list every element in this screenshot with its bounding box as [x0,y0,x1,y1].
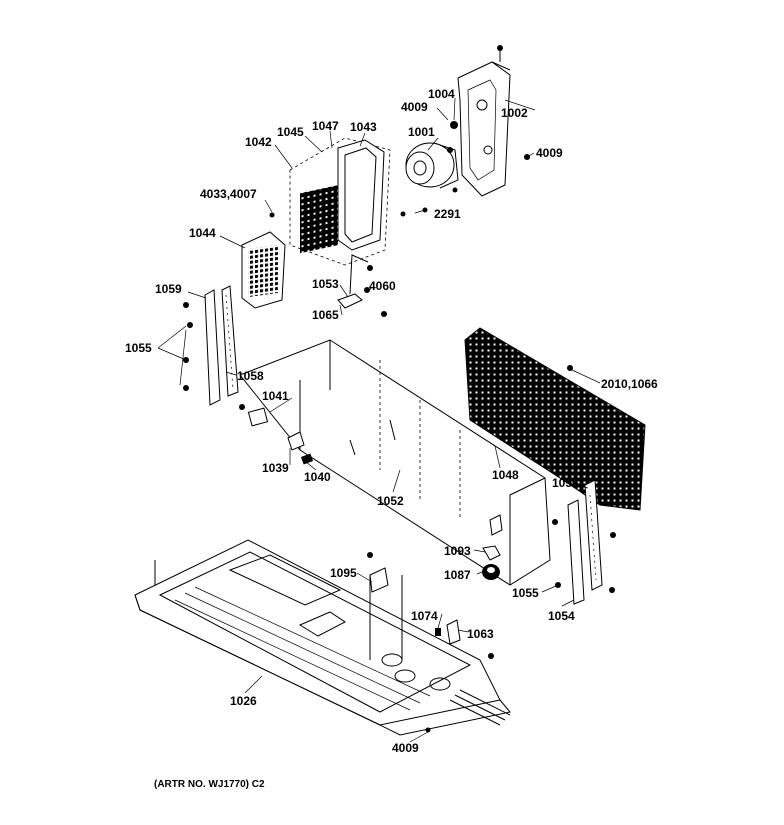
label-1001: 1001 [408,125,435,139]
part-1093-1087 [482,545,501,580]
label-1055-left: 1055 [125,341,152,355]
base-pan-1026 [134,539,511,736]
bracket-1053 [337,254,387,317]
label-1055-right: 1055 [512,586,539,600]
part-1039-1040 [287,431,314,465]
part-1041 [239,404,269,427]
label-4009-top: 4009 [401,100,428,114]
grille-1044 [241,231,286,309]
label-1042: 1042 [245,135,272,149]
label-1045: 1045 [277,125,304,139]
label-1026: 1026 [230,694,257,708]
label-1063: 1063 [467,627,494,641]
condenser-grille-2010 [464,327,646,511]
label-1056: 1056 [552,476,579,490]
label-1095: 1095 [330,566,357,580]
label-4060: 4060 [369,279,396,293]
label-2010-1066: 2010,1066 [601,377,658,391]
label-1054: 1054 [548,609,575,623]
label-1065: 1065 [312,308,339,322]
label-1044: 1044 [189,226,216,240]
label-1002: 1002 [501,106,528,120]
part-labels: 1001 1002 1004 4009 4009 2291 1042 1045 … [125,87,658,755]
label-1043: 1043 [350,120,377,134]
label-4009-bottom: 4009 [392,741,419,755]
label-1087: 1087 [444,568,471,582]
diagram-caption: (ARTR NO. WJ1770) C2 [154,779,265,790]
label-1048: 1048 [492,468,519,482]
label-1040: 1040 [304,470,331,484]
frame-1043 [337,139,385,251]
filter-1045 [300,185,338,254]
label-1093: 1093 [444,544,471,558]
label-1004: 1004 [428,87,455,101]
side-rail-1059 [179,285,239,406]
label-1058: 1058 [237,369,264,383]
motor-1001 [400,121,530,217]
housing-1052 [239,339,551,586]
label-1053: 1053 [312,277,339,291]
label-1059: 1059 [155,282,182,296]
motor-bracket-1002 [457,45,511,197]
side-rail-1054 [552,479,616,605]
leader-lines [157,97,601,743]
label-1041: 1041 [262,389,289,403]
label-1047: 1047 [312,119,339,133]
label-1052: 1052 [377,494,404,508]
label-1039: 1039 [262,461,289,475]
label-4033-4007: 4033,4007 [200,187,257,201]
label-2291: 2291 [434,207,461,221]
label-1074: 1074 [411,609,438,623]
label-4009-right: 4009 [536,146,563,160]
duct-outline-1042 [289,137,391,266]
